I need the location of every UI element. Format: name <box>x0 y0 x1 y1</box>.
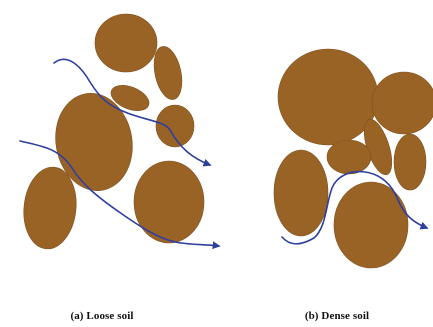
soil-grain <box>274 150 328 236</box>
loose-soil-panel <box>20 14 219 251</box>
caption-loose-soil: (a) Loose soil <box>70 310 133 322</box>
soil-grain <box>134 161 204 243</box>
soil-grain <box>95 14 157 72</box>
dense-soil-panel <box>274 49 433 268</box>
soil-grain <box>394 134 426 190</box>
caption-dense-soil: (b) Dense soil <box>305 310 369 322</box>
soil-grain <box>372 72 433 134</box>
soil-grain <box>156 105 194 147</box>
soil-grain <box>327 140 371 174</box>
soil-grain <box>278 49 378 145</box>
soil-grain <box>334 182 408 268</box>
